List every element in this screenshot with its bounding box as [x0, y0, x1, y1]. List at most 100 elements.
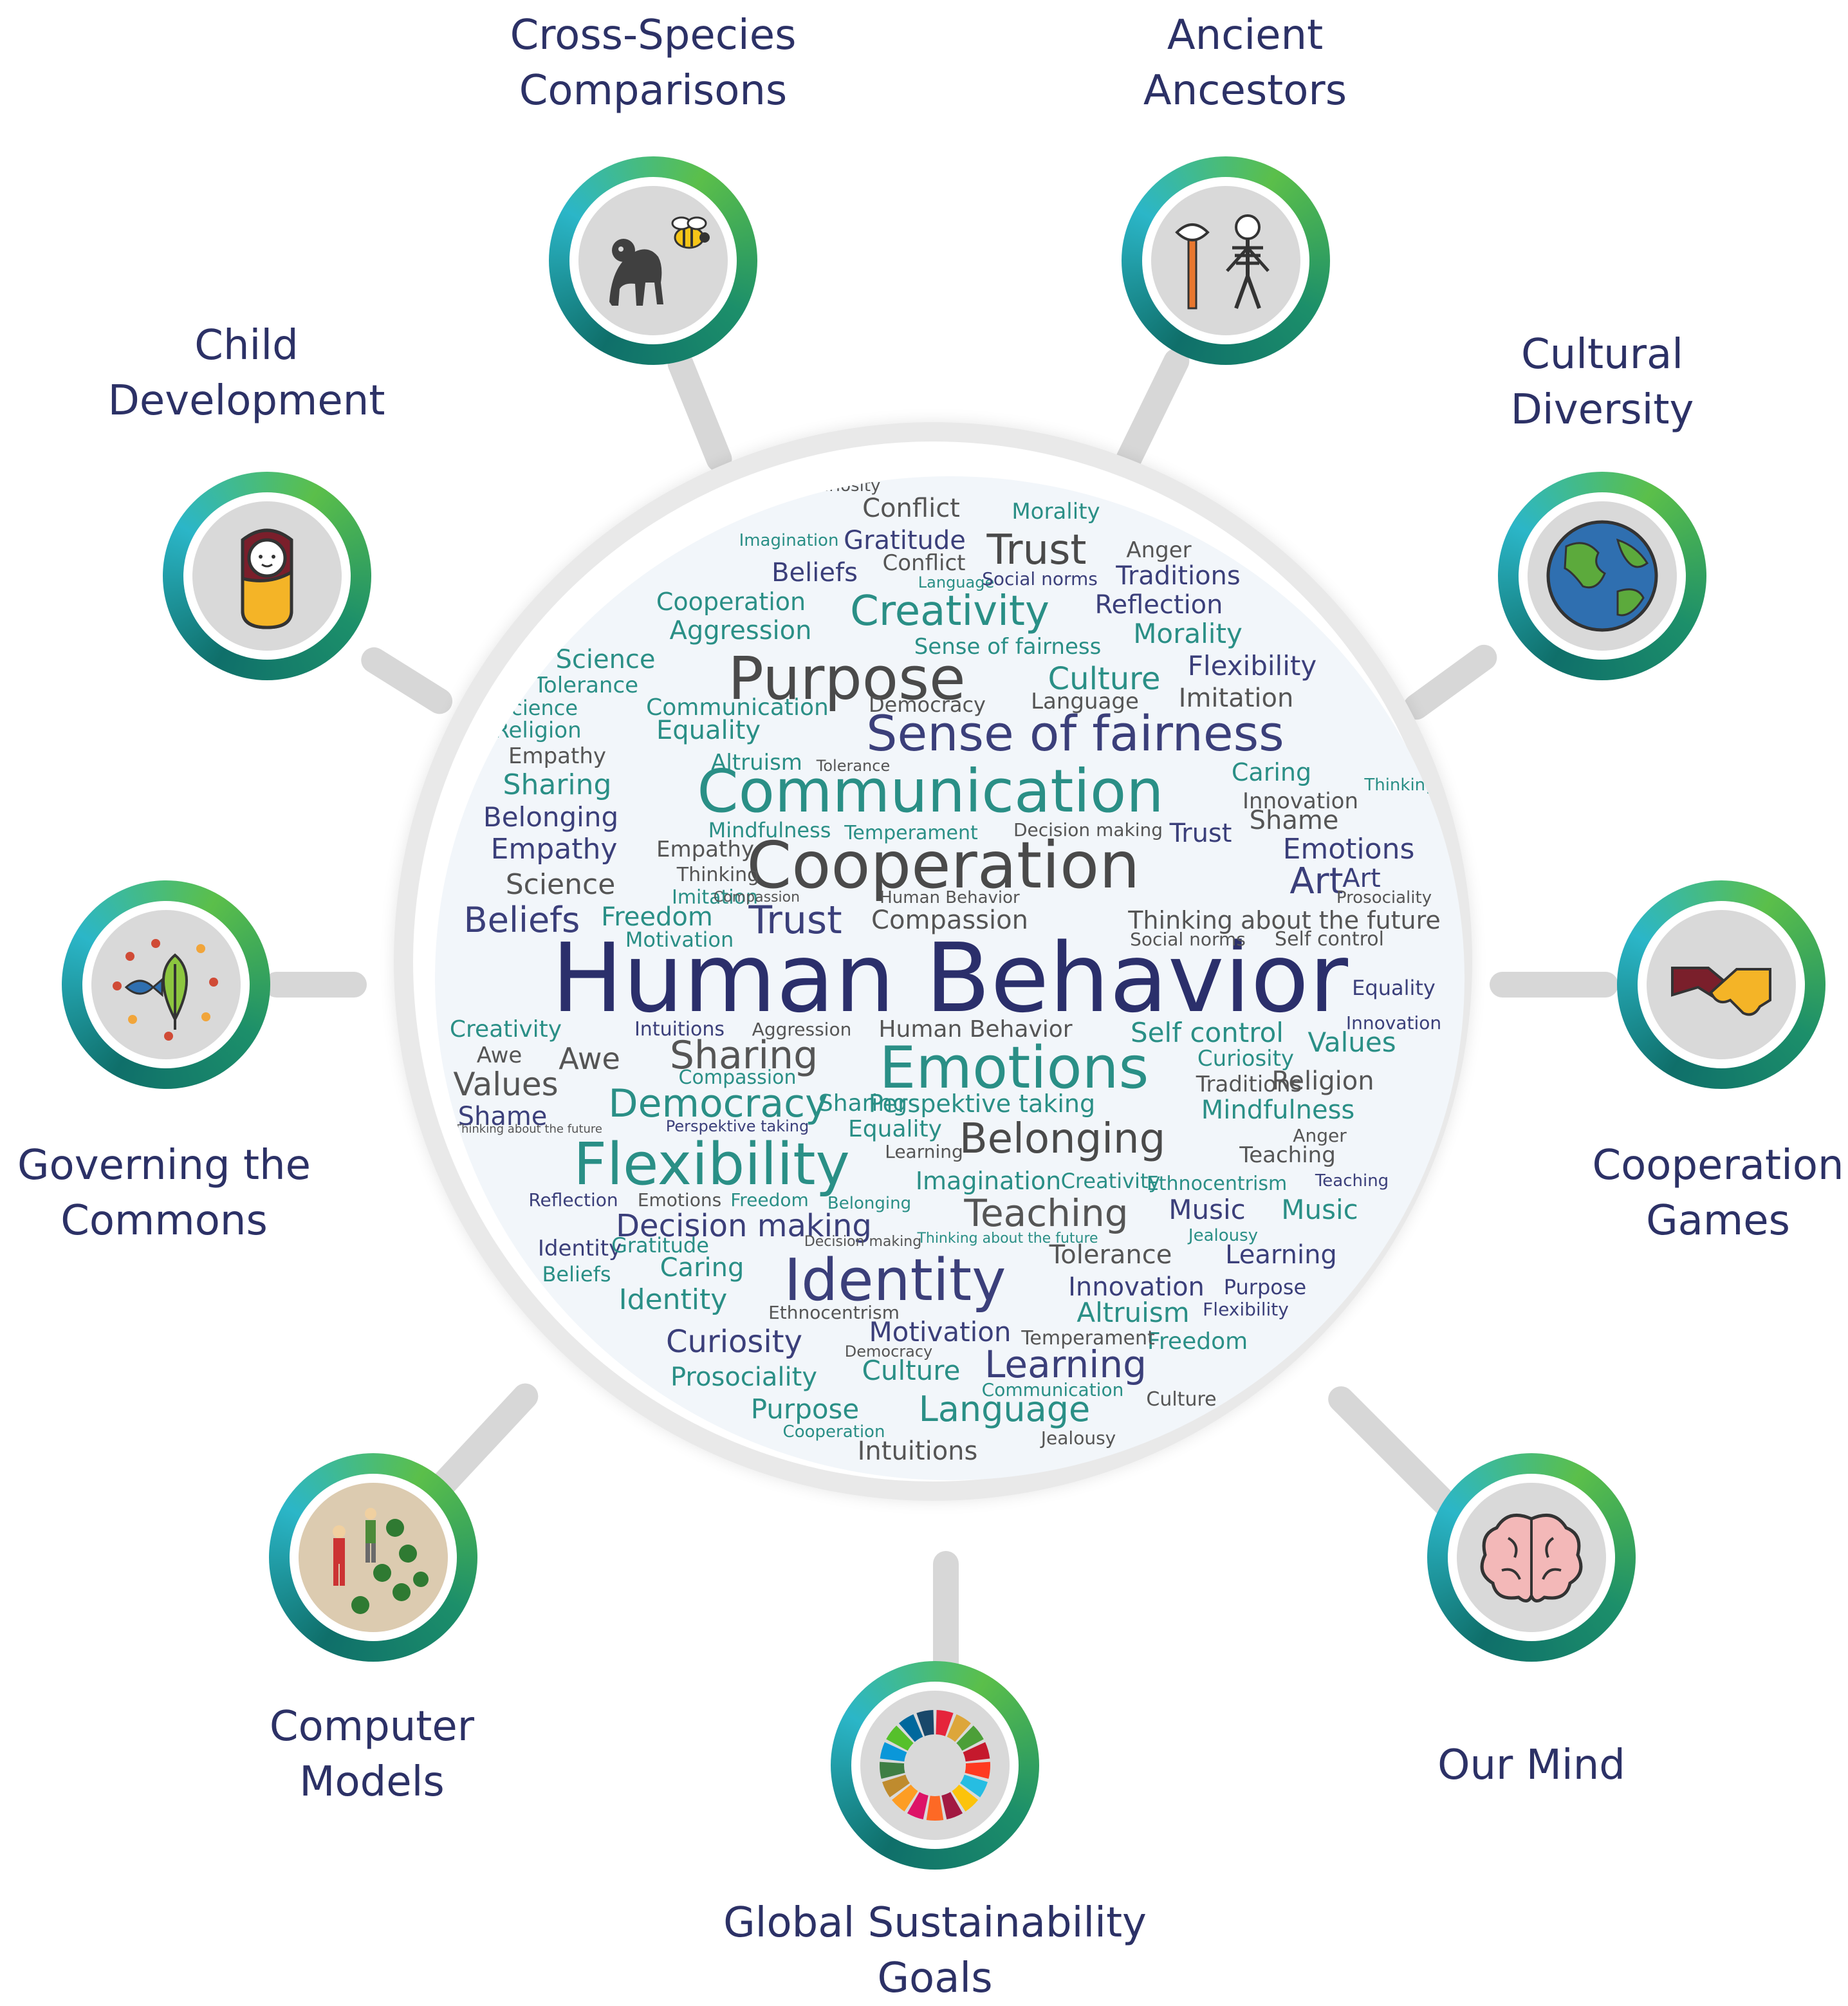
- word-cloud-term: Thinking: [676, 864, 760, 886]
- word-cloud-term: Gratitude: [611, 1233, 709, 1258]
- word-cloud-term: Music: [1281, 1194, 1358, 1225]
- word-cloud-term: Identity: [784, 1247, 1006, 1314]
- word-cloud-term: Creativity: [850, 588, 1049, 635]
- word-cloud-term: Sharing: [818, 1090, 908, 1117]
- word-cloud-term: Anger: [1126, 537, 1192, 563]
- word-cloud-term: Flexibility: [573, 1131, 850, 1198]
- sdg-segment: [882, 1774, 910, 1797]
- node-label-cross-species: Cross-Species Comparisons: [510, 12, 797, 115]
- word-cloud-term: Awe: [559, 1041, 620, 1076]
- spoke-cooperation-games: [1490, 972, 1618, 998]
- sdg-segment: [916, 1710, 934, 1736]
- word-cloud-term: Aggression: [752, 1019, 852, 1040]
- spoke-cross-species: [663, 347, 736, 476]
- word-cloud-term: Human Behavior: [878, 1016, 1073, 1043]
- node-cooperation-games[interactable]: [1617, 880, 1825, 1089]
- node-label-governing-commons: Governing the Commons: [17, 1142, 311, 1245]
- word-cloud-term: Art: [1342, 864, 1381, 893]
- node-child-development[interactable]: [163, 472, 371, 680]
- word-cloud-term: Shame: [457, 1102, 548, 1131]
- word-cloud-term: Compassion: [871, 905, 1028, 935]
- word-cloud-term: Human Behavior: [880, 888, 1020, 907]
- word-cloud-term: Science: [505, 868, 616, 901]
- sdg-segment: [886, 1725, 914, 1751]
- word-cloud-term: Culture: [1048, 661, 1161, 697]
- word-cloud-term: Temperament: [844, 822, 978, 844]
- swaddled-baby-icon: [241, 528, 293, 629]
- word-cloud-term: Traditions: [1116, 561, 1241, 591]
- word-cloud-term: Social norms: [982, 568, 1098, 590]
- node-computer-models[interactable]: [269, 1453, 477, 1662]
- word-cloud-term: Creativity: [449, 1016, 562, 1043]
- node-cross-species[interactable]: [549, 156, 757, 365]
- word-cloud-term: Imagination: [739, 531, 839, 550]
- word-cloud-term: Teaching: [964, 1191, 1129, 1235]
- node-ancient-ancestors[interactable]: [1122, 156, 1330, 365]
- word-cloud-term: Perspektive taking: [868, 1090, 1096, 1118]
- word-cloud-term: Belonging: [959, 1115, 1166, 1163]
- sdg-segment: [963, 1741, 990, 1762]
- word-cloud-term: Music: [1169, 1194, 1246, 1225]
- word-cloud-term: Decision making: [804, 1234, 922, 1250]
- word-cloud-term: Trust: [748, 898, 842, 943]
- word-cloud-term: Innovation: [1068, 1272, 1205, 1302]
- word-cloud-term: Science: [555, 645, 656, 674]
- word-cloud-term: Creativity: [1060, 1169, 1161, 1193]
- word-cloud-term: Communication: [981, 1379, 1124, 1400]
- sdg-segment: [960, 1774, 988, 1797]
- word-cloud-term: Cooperation: [746, 828, 1140, 903]
- word-cloud-term: Compassion: [713, 889, 800, 905]
- word-cloud-term: Self control: [1131, 1017, 1284, 1048]
- farmers-simulation-icon: [333, 1508, 429, 1614]
- word-cloud-term: Altruism: [711, 750, 802, 775]
- word-cloud-term: Communication: [646, 694, 829, 721]
- word-cloud-term: Prosociality: [670, 1362, 817, 1392]
- word-cloud-term: Sense of fairness: [914, 634, 1102, 660]
- node-governing-commons[interactable]: [62, 880, 270, 1089]
- word-cloud-term: Temperament: [1021, 1327, 1155, 1350]
- word-cloud-term: Thinking about the future: [1128, 906, 1441, 934]
- word-cloud-term: Conflict: [862, 494, 960, 523]
- word-cloud-term: Innovation: [1242, 788, 1359, 814]
- word-cloud-term: Decision making: [1013, 819, 1163, 840]
- node-label-child-development: Child Development: [107, 322, 385, 425]
- word-cloud-term: Democracy: [869, 692, 986, 717]
- word-cloud-term: Awe: [476, 1043, 522, 1068]
- word-cloud-term: Motivation: [869, 1316, 1012, 1348]
- word-cloud-term: Language: [1031, 689, 1139, 714]
- sdg-segment: [952, 1785, 979, 1812]
- word-cloud-term: Art: [1289, 860, 1344, 902]
- word-cloud-term: Social norms: [1130, 929, 1246, 950]
- word-cloud-term: Morality: [1133, 618, 1243, 649]
- node-label-cooperation-games: Cooperation Games: [1592, 1142, 1844, 1245]
- word-cloud-term: Jealousy: [1188, 1226, 1259, 1245]
- node-our-mind[interactable]: [1427, 1453, 1636, 1662]
- word-cloud-term: Shame: [1249, 806, 1339, 835]
- node-label-ancient-ancestors: Ancient Ancestors: [1143, 12, 1347, 115]
- word-cloud-term: Aggression: [669, 616, 812, 645]
- node-label-cultural-diversity: Cultural Diversity: [1510, 331, 1694, 434]
- spoke-child-development: [356, 642, 457, 719]
- word-cloud-term: Empathy: [656, 837, 755, 862]
- word-cloud-term: Compassion: [678, 1066, 797, 1089]
- word-cloud-term: Decision making: [616, 1208, 872, 1244]
- word-cloud-term: Jealousy: [1040, 1427, 1116, 1449]
- word-cloud-term: Purpose: [728, 644, 966, 713]
- node-cultural-diversity[interactable]: [1498, 472, 1706, 680]
- spoke-cultural-diversity: [1398, 639, 1502, 725]
- sdg-segment: [926, 1796, 944, 1821]
- word-cloud-term: Mindfulness: [708, 818, 831, 842]
- sdg-segment: [907, 1792, 929, 1820]
- word-cloud-term: Flexibility: [1187, 650, 1317, 682]
- word-cloud-term: Teaching: [1315, 1171, 1389, 1191]
- word-cloud-term: Learning: [885, 1141, 963, 1162]
- word-cloud-term: Emotions: [637, 1189, 722, 1211]
- word-cloud-term: Democracy: [844, 1342, 933, 1361]
- node-global-sustainability[interactable]: [831, 1661, 1039, 1870]
- word-cloud-term: Purpose: [750, 1393, 860, 1425]
- word-cloud-term: Learning: [984, 1342, 1147, 1386]
- word-cloud-term: Equality: [848, 1116, 942, 1142]
- sdg-wheel-icon: [880, 1710, 990, 1821]
- word-cloud-term: Thinking about the future: [917, 1231, 1098, 1247]
